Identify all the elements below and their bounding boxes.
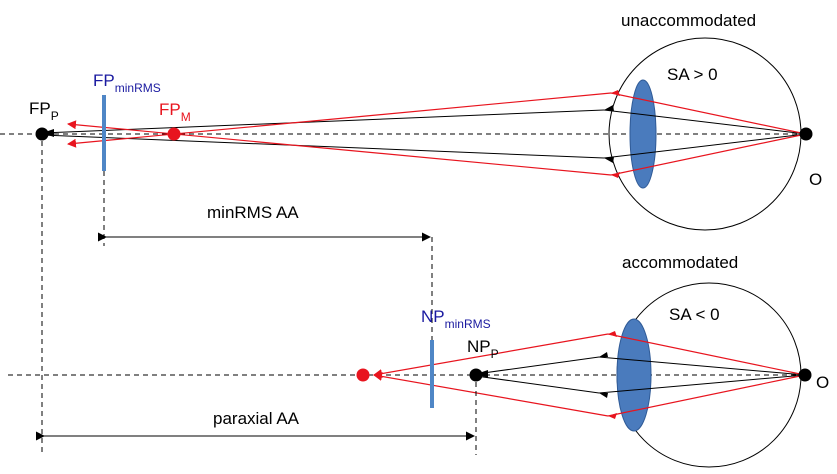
o-top-label: O [809, 170, 822, 189]
np-paraxial-point [469, 368, 483, 382]
top-eye-group: unaccommodated SA > 0 O FPminRMS FPP FPM [0, 11, 822, 231]
o-bottom-label: O [816, 373, 829, 392]
bottom-red-ray [373, 371, 609, 417]
fp-minrms-main: FP [93, 71, 115, 90]
fp-paraxial-point [35, 127, 49, 141]
np-p-label: NPP [467, 337, 499, 361]
fp-p-sub: P [51, 109, 59, 123]
fp-m-main: FP [159, 100, 181, 119]
arrow-icon [604, 105, 614, 111]
bottom-red-ray [607, 333, 806, 376]
bottom-eye-group: accommodated SA < 0 O NPminRMS NPP [8, 253, 829, 468]
arrow-icon [608, 331, 617, 337]
fp-marginal-point [167, 127, 181, 141]
bottom-crystalline-lens [616, 318, 652, 432]
arrow-icon [604, 157, 614, 163]
fp-p-label: FPP [29, 99, 59, 123]
arrow-icon [599, 393, 608, 398]
fp-p-main: FP [29, 99, 51, 118]
bottom-black-ray [598, 356, 806, 376]
top-black-ray [41, 134, 605, 159]
paraxial-aa-dimension: paraxial AA [36, 141, 477, 455]
top-black-ray [603, 133, 807, 159]
np-minrms-sub: minRMS [445, 317, 491, 331]
top-red-ray [67, 120, 612, 176]
np-minrms-label: NPminRMS [421, 307, 491, 331]
bottom-black-ray [598, 374, 806, 394]
fp-minrms-sub: minRMS [115, 81, 161, 95]
bottom-red-ray [373, 333, 609, 379]
arrow-icon [611, 172, 620, 178]
accommodated-label: accommodated [622, 253, 738, 272]
arrow-icon [608, 413, 617, 419]
top-red-ray [610, 92, 807, 135]
top-pupil-point [799, 127, 813, 141]
bottom-pupil-point [798, 368, 812, 382]
fp-m-sub: M [181, 110, 191, 124]
top-red-ray [67, 92, 612, 148]
bottom-red-ray [607, 374, 806, 417]
sa-negative-label: SA < 0 [669, 305, 720, 324]
top-red-ray [610, 133, 807, 176]
np-p-main: NP [467, 337, 491, 356]
top-black-ray [603, 109, 807, 135]
bottom-black-ray [475, 356, 600, 375]
arrow-icon [599, 352, 608, 357]
unaccommodated-label: unaccommodated [621, 11, 756, 30]
paraxial-aa-label: paraxial AA [213, 409, 300, 428]
fp-minrms-label: FPminRMS [93, 71, 161, 95]
np-marginal-point [356, 368, 370, 382]
minrms-aa-label: minRMS AA [207, 203, 299, 222]
arrow-icon [611, 90, 620, 96]
fp-m-label: FPM [159, 100, 191, 124]
minrms-aa-dimension: minRMS AA [98, 171, 433, 340]
sa-positive-label: SA > 0 [667, 65, 718, 84]
bottom-black-ray [475, 375, 600, 394]
top-crystalline-lens [629, 79, 657, 189]
np-p-sub: P [491, 347, 499, 361]
np-minrms-main: NP [421, 307, 445, 326]
top-black-ray [41, 109, 605, 134]
